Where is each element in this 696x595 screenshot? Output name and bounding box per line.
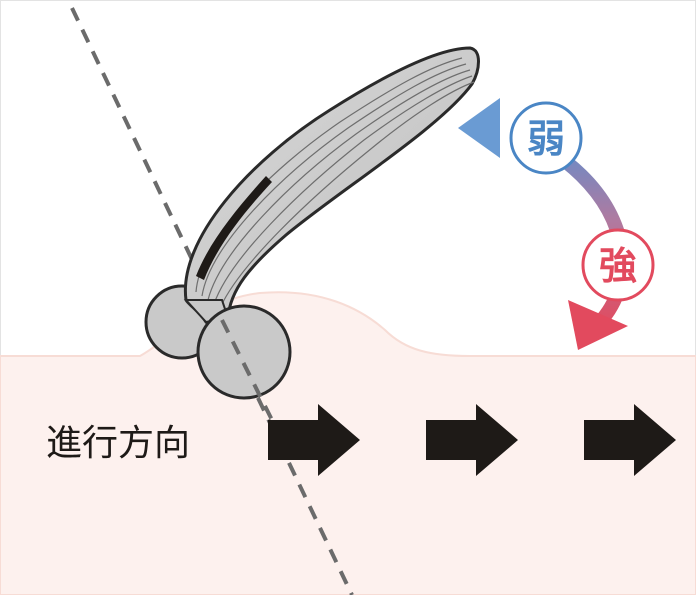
strong-arrowhead bbox=[568, 300, 628, 350]
face-roller-icon bbox=[183, 46, 480, 324]
roller-front-ball bbox=[196, 304, 292, 400]
angle-dashed-line-front bbox=[220, 319, 274, 421]
direction-label: 進行方向 bbox=[46, 423, 190, 464]
strong-label: 強 bbox=[599, 244, 637, 288]
right-arrow-icon bbox=[268, 404, 360, 476]
weak-arrowhead bbox=[458, 98, 500, 158]
right-arrow-icon bbox=[584, 404, 676, 476]
strong-badge bbox=[581, 228, 655, 302]
weak-badge bbox=[509, 101, 583, 175]
right-arrow-icon bbox=[426, 404, 518, 476]
weak-label: 弱 bbox=[527, 117, 565, 161]
